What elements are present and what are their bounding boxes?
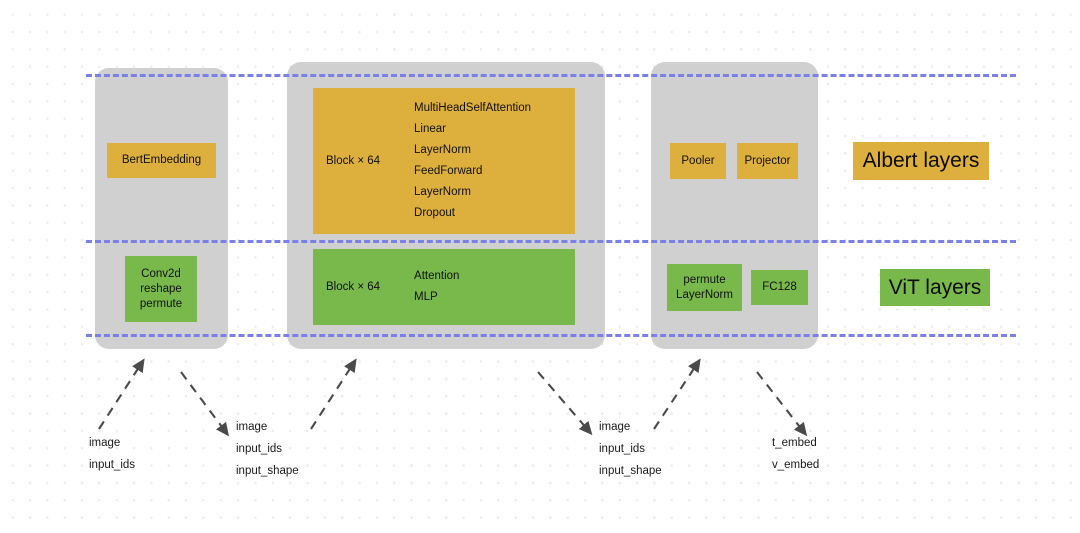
annotation-line: input_ids [599, 443, 646, 455]
block-vit-encoder[interactable]: Block × 64 Attention MLP [313, 249, 575, 325]
arrow-stage3-out [756, 371, 808, 437]
legend-vit-layers[interactable]: ViT layers [880, 269, 990, 306]
node-conv2d-reshape-permute[interactable]: Conv2d reshape permute [125, 256, 197, 322]
node-line: LayerNorm [676, 288, 733, 301]
annotation-line: image [599, 421, 631, 433]
annotation-line: v_embed [772, 459, 820, 471]
annotation-line: image [89, 437, 121, 449]
annotation-stage3-input: image input_ids input_shape [599, 416, 662, 482]
annotation-line: input_ids [89, 459, 136, 471]
annotation-stage1-input: image input_ids [89, 432, 135, 476]
block-item-list: MultiHeadSelfAttention Linear LayerNorm … [414, 98, 531, 224]
block-albert-encoder[interactable]: Block × 64 MultiHeadSelfAttention Linear… [313, 88, 575, 234]
node-pooler[interactable]: Pooler [670, 143, 726, 179]
node-line: reshape [140, 282, 182, 295]
arrow-stage1-in [98, 358, 145, 430]
block-item: LayerNorm [414, 186, 471, 198]
node-line: Pooler [681, 154, 715, 167]
arrow-stage1-out [180, 371, 230, 437]
node-permute-layernorm[interactable]: permute LayerNorm [667, 264, 742, 311]
annotation-line: input_ids [236, 443, 283, 455]
node-bert-embedding[interactable]: BertEmbedding [107, 143, 216, 178]
block-item: FeedForward [414, 165, 483, 177]
legend-label: ViT layers [888, 275, 982, 299]
dashed-rule-bottom [86, 334, 1016, 337]
arrow-stage2-out [537, 371, 593, 436]
node-line: FC128 [762, 281, 797, 293]
dashed-rule-middle [86, 240, 1016, 243]
node-fc128[interactable]: FC128 [751, 270, 808, 305]
block-caption: Block × 64 [326, 281, 381, 293]
dashed-rule-top [86, 74, 1016, 77]
legend-albert-layers[interactable]: Albert layers [853, 142, 989, 180]
annotation-line: input_shape [236, 465, 299, 477]
block-item: MultiHeadSelfAttention [414, 102, 532, 114]
annotation-line: input_shape [599, 465, 662, 477]
node-line: permute [683, 273, 726, 286]
legend-label: Albert layers [862, 149, 980, 172]
annotation-stage2-input: image input_ids input_shape [236, 416, 299, 482]
block-item: Attention [414, 270, 460, 282]
block-item-list: Attention MLP [414, 266, 459, 308]
node-projector[interactable]: Projector [737, 143, 798, 179]
annotation-line: t_embed [772, 437, 817, 449]
node-line: BertEmbedding [121, 154, 202, 166]
node-line: Projector [744, 154, 791, 167]
block-caption: Block × 64 [326, 155, 381, 167]
node-line: permute [139, 297, 183, 310]
block-item: Linear [414, 123, 446, 135]
node-line: Conv2d [141, 267, 181, 280]
annotation-line: image [236, 421, 268, 433]
annotation-stage3-output: t_embed v_embed [772, 432, 819, 476]
block-item: LayerNorm [414, 144, 471, 156]
block-item: Dropout [414, 207, 455, 219]
block-item: MLP [414, 291, 438, 303]
arrow-stage2-in [310, 358, 357, 430]
